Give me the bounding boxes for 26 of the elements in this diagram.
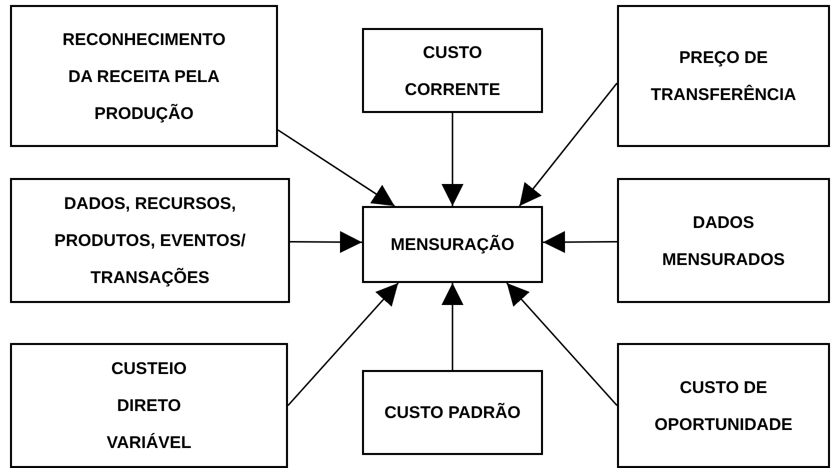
box-label: PREÇO DE TRANSFERÊNCIA <box>650 47 798 106</box>
concept-box <box>617 343 830 468</box>
arrow <box>287 282 399 406</box>
arrow <box>290 231 362 254</box>
concept-box <box>362 370 543 455</box>
arrow <box>506 282 618 406</box>
concept-box <box>10 5 278 147</box>
arrow <box>543 231 617 254</box>
concept-box <box>617 178 830 303</box>
box-label: CUSTO PADRÃO <box>384 402 521 424</box>
box-label: RECONHECIMENTO DA RECEITA PELA PRODUÇÃO <box>61 28 227 124</box>
concept-box <box>10 178 290 303</box>
arrow <box>442 113 464 206</box>
concept-box <box>10 343 288 468</box>
arrow <box>278 129 395 207</box>
concept-box <box>617 5 830 147</box>
box-label: CUSTO DE OPORTUNIDADE <box>654 376 794 436</box>
box-label: DADOS MENSURADOS <box>661 212 786 270</box>
box-label: CUSTEIO DIRETO VARIÁVEL <box>106 358 192 454</box>
arrow <box>518 82 618 206</box>
box-label: MENSURAÇÃO <box>390 234 514 256</box>
concept-box <box>362 206 543 283</box>
concept-box <box>362 28 543 113</box>
arrow <box>442 283 464 370</box>
box-label: CUSTO CORRENTE <box>404 42 502 100</box>
box-label: DADOS, RECURSOS, PRODUTOS, EVENTOS/ TRANSAÇÕES <box>53 193 247 289</box>
